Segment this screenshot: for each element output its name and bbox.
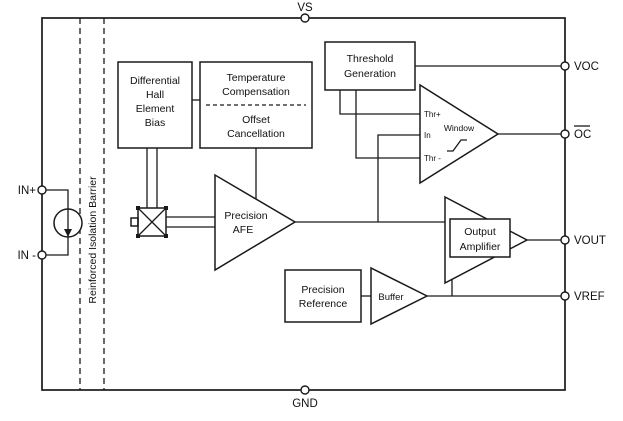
pin-terminal-gnd: [300, 385, 310, 395]
hysteresis-icon: [447, 139, 467, 152]
threshold-box: [324, 41, 416, 91]
wire-afe-to-window-in: [377, 134, 420, 222]
pin-terminal-voc: [560, 61, 570, 71]
block-window-comparator: Thr+ In Thr - Window: [419, 83, 500, 185]
pin-label-gnd: GND: [292, 398, 318, 410]
block-buffer: Buffer: [370, 266, 429, 326]
output-amp-label-1: Output: [464, 226, 496, 238]
pin-terminal-vref: [560, 291, 570, 301]
wire-hall-to-afe: [166, 216, 215, 228]
pin-terminal-vout: [560, 235, 570, 245]
precision-afe-label-1: Precision: [224, 210, 267, 222]
hall-pad-tr: [164, 206, 168, 210]
pin-label-vref: VREF: [574, 291, 605, 303]
hall-pad-br: [164, 234, 168, 238]
hall-bias-label-4: Bias: [145, 117, 165, 129]
block-precision-reference: Precision Reference: [284, 269, 362, 323]
threshold-label-1: Threshold: [347, 53, 394, 65]
temp-comp-label-2: Compensation: [222, 86, 290, 98]
offset-cancel-label-1: Offset: [242, 114, 270, 126]
window-input-in: In: [424, 131, 431, 140]
hall-pad-bl: [136, 234, 140, 238]
window-input-thr-minus: Thr -: [424, 154, 441, 163]
hall-bias-label-2: Hall: [146, 89, 164, 101]
pin-label-oc: OC: [574, 129, 591, 141]
wire-threshold-to-thr-plus: [339, 90, 420, 115]
pin-terminal-in-minus: [37, 250, 47, 260]
pin-label-vs: VS: [297, 2, 313, 14]
hall-bias-box: [117, 61, 193, 149]
block-output-amplifier: Output Amplifier: [444, 195, 529, 285]
pin-terminal-in-plus: [37, 185, 47, 195]
output-amp-label-box: [449, 218, 511, 258]
pin-terminal-vs: [300, 13, 310, 23]
block-threshold-generation: Threshold Generation: [324, 41, 416, 91]
current-arrow-icon: [64, 229, 72, 237]
buffer-label: Buffer: [378, 292, 403, 303]
window-label: Window: [444, 123, 475, 133]
chip-boundary: [41, 17, 566, 391]
hall-pad-tl: [136, 206, 140, 210]
window-input-thr-plus: Thr+: [424, 110, 441, 119]
window-comparator-triangle: [419, 83, 500, 185]
pin-label-in-plus: IN+: [18, 185, 37, 197]
pin-label-vout: VOUT: [574, 235, 606, 247]
hall-element: [130, 206, 168, 238]
block-precision-afe: Precision AFE: [214, 173, 297, 272]
wires: [146, 65, 565, 297]
wire-bias-to-hall: [146, 148, 158, 208]
precision-ref-label-1: Precision: [301, 284, 344, 296]
offset-cancel-label-2: Cancellation: [227, 128, 285, 140]
input-current-source: [42, 189, 83, 256]
precision-afe-label-2: AFE: [233, 224, 253, 236]
output-amp-label-2: Amplifier: [460, 241, 501, 253]
precision-ref-label-2: Reference: [299, 298, 348, 310]
isolation-barrier: Reinforced Isolation Barrier: [79, 18, 105, 390]
temp-comp-label-1: Temperature: [227, 72, 286, 84]
wire-threshold-to-thr-minus: [355, 90, 420, 159]
pin-terminal-oc: [560, 129, 570, 139]
pin-label-in-minus: IN -: [17, 250, 36, 262]
precision-ref-box: [284, 269, 362, 323]
precision-afe-triangle: [214, 173, 297, 272]
hall-element-x-icon: [137, 207, 167, 237]
hall-contact-tab: [130, 217, 139, 227]
isolation-barrier-label: Reinforced Isolation Barrier: [87, 176, 99, 304]
hall-bias-label-1: Differential: [130, 75, 180, 87]
pin-label-voc: VOC: [574, 61, 599, 73]
block-temp-comp-offset-cancel: Temperature Compensation Offset Cancella…: [199, 61, 313, 149]
buffer-triangle: [370, 266, 429, 326]
wire-input-loop: [42, 189, 69, 256]
block-differential-hall-element-bias: Differential Hall Element Bias: [117, 61, 193, 149]
pins: VS GND IN+ IN - VOC OC VOUT VREF: [17, 2, 605, 410]
hall-bias-label-3: Element: [136, 103, 175, 115]
temp-comp-box: [199, 61, 313, 149]
threshold-label-2: Generation: [344, 68, 396, 80]
